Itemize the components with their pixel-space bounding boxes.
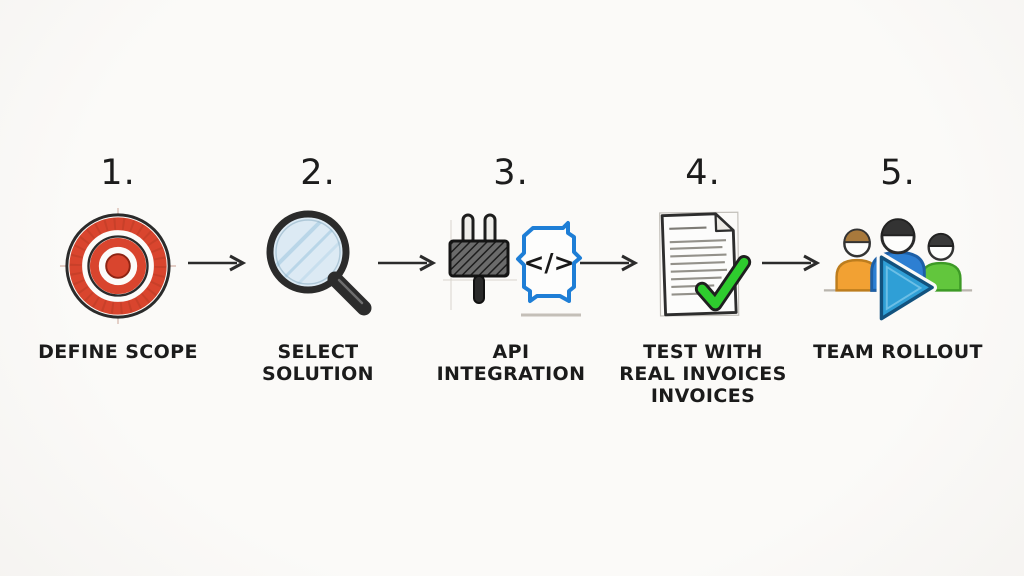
- flow-arrow-icon: [188, 254, 247, 272]
- step-label: DEFINE SCOPE: [38, 341, 198, 363]
- bullseye-outer-ring: [69, 217, 167, 315]
- step-api-integration: 3.: [426, 153, 596, 386]
- page-text-lines: [669, 226, 728, 296]
- step-label: TEAM ROLLOUT: [813, 341, 983, 363]
- step-label: SELECT SOLUTION: [262, 341, 374, 385]
- person-green: [920, 232, 962, 292]
- step-label: API INTEGRATION: [436, 341, 586, 385]
- flow-arrow-icon: [762, 254, 821, 272]
- flow-arrow-icon: [580, 254, 639, 272]
- play-icon: [876, 252, 937, 324]
- step-label: TEST WITH REAL INVOICES INVOICES: [619, 341, 787, 407]
- step-number: 5.: [880, 153, 916, 193]
- step-number: 1.: [100, 153, 136, 193]
- step-number: 3.: [493, 153, 529, 193]
- step-define-scope: 1. DEFINE SCOPE: [33, 153, 203, 364]
- step-number: 2.: [300, 153, 336, 193]
- document-check-icon: [659, 211, 752, 317]
- flow-arrow-icon: [378, 254, 437, 272]
- step-test-invoices: 4.: [618, 153, 788, 408]
- plug-code-icon: </>: [443, 213, 582, 317]
- step-number: 4.: [685, 153, 721, 193]
- person-orange: [835, 228, 879, 292]
- bullseye-inner-ring: [89, 237, 147, 295]
- code-stamp-icon: </>: [516, 221, 582, 303]
- target-icon: [59, 207, 177, 325]
- page-fold-corner: [714, 212, 735, 233]
- checkmark-icon: [697, 257, 749, 309]
- team-play-icon: [823, 218, 973, 324]
- step-team-rollout: 5.: [813, 153, 983, 364]
- step-select-solution: 2. SELECT SOLUTION: [233, 153, 403, 386]
- magnifier-icon: [266, 210, 372, 316]
- code-glyph: </>: [523, 248, 574, 277]
- plug-icon: [448, 213, 510, 304]
- bullseye-center: [105, 253, 131, 279]
- bullseye-outline: [65, 213, 171, 319]
- magnifier-handle: [327, 271, 372, 316]
